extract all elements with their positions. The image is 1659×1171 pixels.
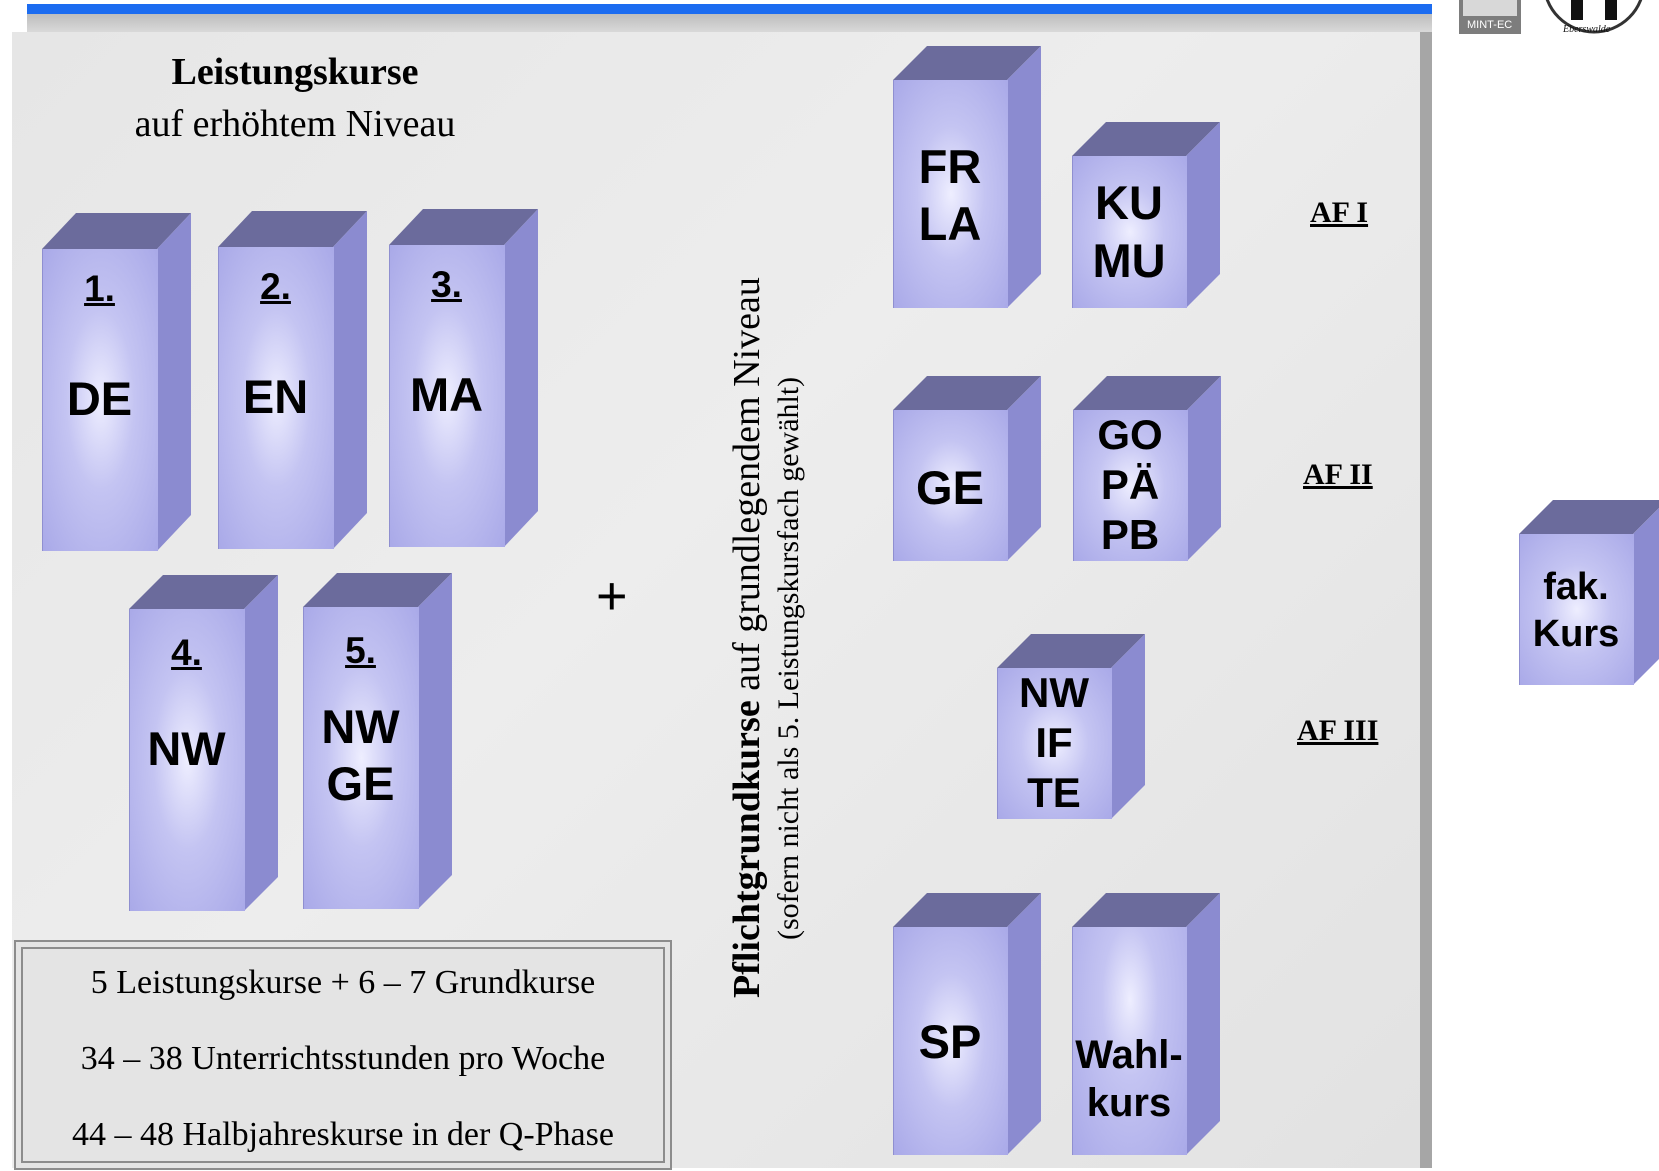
gk-subject: TE — [1027, 769, 1081, 816]
top-accent-bar — [27, 4, 1432, 14]
fak-kurs-line: Kurs — [1532, 613, 1620, 655]
gk-subject: PB — [1100, 511, 1160, 558]
gk-box-nw-if-te: NW IF TE — [997, 634, 1145, 819]
lk-subject: GE — [326, 757, 395, 810]
gk-box-go-pa-pb: GO PÄ PB — [1073, 376, 1221, 561]
logo-text-mint: MINT-EC — [1467, 19, 1512, 31]
panel-shadow — [1420, 32, 1432, 1168]
fak-kurs-line: fak. — [1543, 566, 1609, 608]
af-label-3: AF III — [1297, 714, 1379, 747]
gk-subject: kurs — [1086, 1081, 1172, 1125]
heading-subtitle: auf erhöhtem Niveau — [134, 103, 456, 145]
lk-subject: NW — [321, 700, 400, 753]
summary-box: 5 Leistungskurse + 6 – 7 Grundkurse 34 –… — [14, 940, 672, 1170]
lk-subject: NW — [147, 722, 226, 775]
gk-subject: GO — [1097, 411, 1163, 458]
vertical-label-bold: Pflichtgrundkurse — [726, 700, 768, 998]
gk-subject: MU — [1092, 234, 1166, 287]
gk-subject: GE — [916, 461, 984, 514]
gk-box-wahlkurs: Wahl- kurs — [1072, 893, 1220, 1155]
lk-subject: DE — [66, 372, 133, 425]
gk-box-ku-mu: KU MU — [1072, 122, 1220, 308]
lk-box-1: 1. DE — [42, 213, 191, 551]
lk-number: 1. — [84, 268, 115, 309]
gk-subject: NW — [1019, 669, 1089, 716]
plus-sign: + — [596, 566, 628, 626]
gk-subject: KU — [1095, 176, 1163, 229]
logo-text-city: Eberswalde — [1562, 24, 1611, 35]
gk-subject: PÄ — [1100, 461, 1160, 508]
gk-subject: SP — [918, 1015, 982, 1068]
gk-box-sp: SP — [893, 893, 1041, 1155]
gk-box-ge: GE — [893, 376, 1041, 561]
lk-number: 4. — [171, 632, 202, 673]
lk-number: 3. — [431, 264, 462, 305]
gk-subject: IF — [1035, 719, 1073, 766]
af-label-2: AF II — [1303, 458, 1373, 491]
lk-box-5: 5. NW GE — [303, 573, 452, 909]
heading: Leistungskurse auf erhöhtem Niveau — [12, 46, 578, 150]
lk-subject: MA — [409, 368, 484, 421]
summary-line-3: 44 – 48 Halbjahreskurse in der Q-Phase — [72, 1116, 614, 1153]
vertical-label: Pflichtgrundkurse auf grundlegendem Nive… — [724, 277, 808, 998]
gk-subject: LA — [918, 197, 982, 250]
gk-subject: Wahl- — [1075, 1033, 1183, 1077]
gk-box-fr-la: FR LA — [893, 46, 1041, 308]
gk-subject: FR — [918, 140, 982, 193]
lk-number: 5. — [345, 630, 376, 671]
top-shadow — [27, 14, 1432, 32]
heading-title: Leistungskurse — [171, 51, 419, 93]
fak-kurs-box: fak. Kurs — [1519, 500, 1659, 685]
lk-box-3: 3. MA — [389, 209, 538, 547]
summary-line-2: 34 – 38 Unterrichtsstunden pro Woche — [80, 1040, 606, 1077]
lk-box-2: 2. EN — [218, 211, 367, 549]
school-logo: MINT-EC Eberswalde — [1459, 0, 1643, 35]
lk-box-4: 4. NW — [129, 575, 278, 911]
lk-number: 2. — [260, 266, 291, 307]
summary-line-1: 5 Leistungskurse + 6 – 7 Grundkurse — [90, 964, 596, 1001]
vertical-label-note: (sofern nicht als 5. Leistungskursfach g… — [772, 376, 805, 940]
vertical-label-rest: auf grundlegendem Niveau — [726, 277, 768, 701]
af-label-1: AF I — [1310, 196, 1369, 229]
lk-subject: EN — [242, 370, 309, 423]
